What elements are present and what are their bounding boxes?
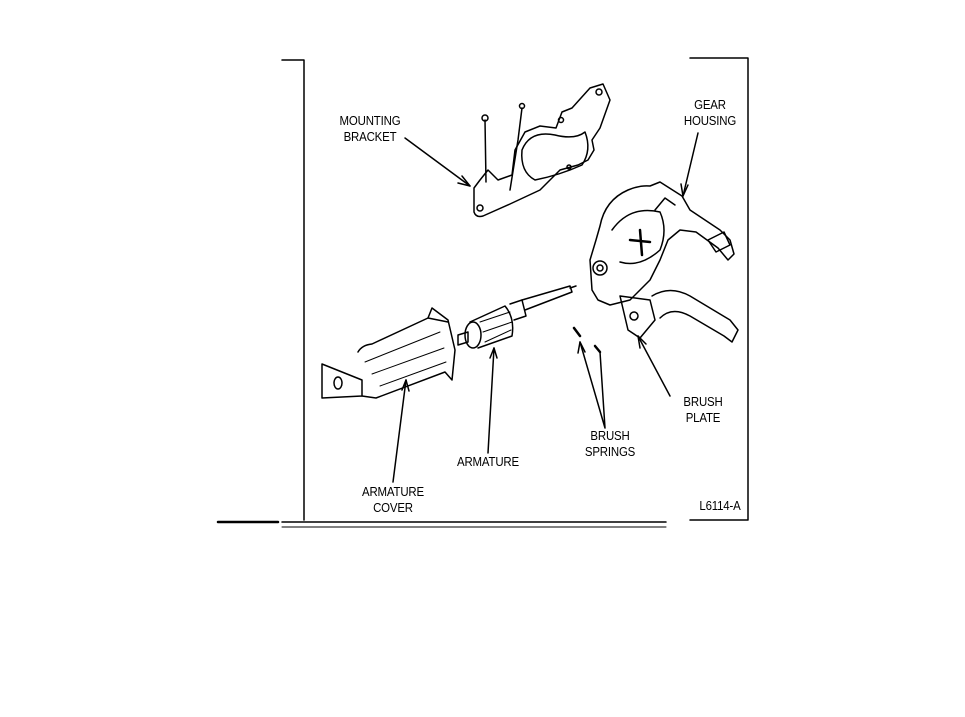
label-brush-springs: BRUSH SPRINGS [579, 428, 641, 460]
brush-springs-part [572, 326, 602, 354]
figure-id: L6114-A [694, 498, 747, 514]
label-line: BRUSH [683, 394, 723, 409]
label-line: SPRINGS [584, 444, 636, 459]
frame-lines [216, 57, 749, 528]
label-armature: ARMATURE [453, 454, 523, 470]
label-armature-cover: ARMATURE COVER [358, 484, 428, 516]
armature-cover-part [321, 307, 456, 399]
label-line: HOUSING [683, 113, 737, 128]
label-line: MOUNTING [339, 113, 401, 128]
label-gear-housing: GEAR HOUSING [675, 97, 745, 129]
label-line: BRACKET [343, 129, 397, 144]
label-line: ARMATURE [457, 454, 519, 469]
gear-housing-part [589, 181, 739, 343]
label-line: BRUSH [590, 428, 630, 443]
figure-id-text: L6114-A [699, 498, 741, 513]
label-mounting-bracket: MOUNTING BRACKET [326, 113, 414, 145]
label-line: ARMATURE [362, 484, 424, 499]
label-line: COVER [373, 500, 413, 515]
label-brush-plate: BRUSH PLATE [672, 394, 734, 426]
label-line: GEAR [694, 97, 726, 112]
mounting-bracket-part [473, 83, 611, 218]
label-line: PLATE [685, 410, 721, 425]
armature-part [457, 285, 577, 349]
leader-lines [392, 132, 699, 483]
